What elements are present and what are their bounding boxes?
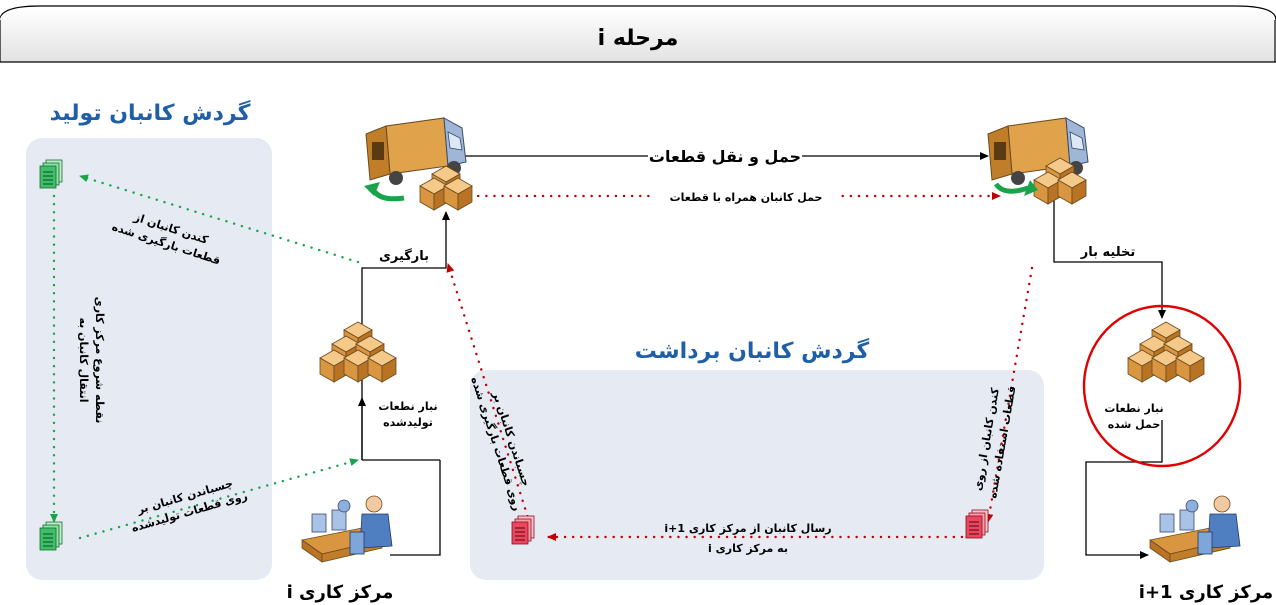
withdrawal-send-note-1: رسال کانبان از مرکز کاری i+1 — [664, 522, 831, 535]
kanban-cards-top-icon — [39, 159, 63, 189]
workcenter-left-icon — [301, 495, 393, 563]
received-stock-label-2: حمل شده — [1108, 418, 1161, 431]
produced-stock-icon — [320, 322, 396, 382]
production-panel — [26, 138, 272, 580]
unloading-path — [1053, 200, 1166, 319]
withdrawal-panel — [470, 370, 1044, 580]
workcenter-right-label: مرکز کاری i+1 — [1139, 582, 1273, 603]
production-transfer-note-1: انتقال کانبان به — [77, 317, 90, 402]
attach-withdrawal-arrow — [446, 262, 532, 526]
production-loop-title: گردش کانبان تولید — [50, 99, 251, 126]
loading-label: بارگیری — [379, 248, 429, 264]
unloading-label: تخلیه بار — [1080, 245, 1136, 260]
carry-label: حمل کانبان همراه با قطعات — [670, 191, 823, 204]
wc-left-output — [390, 460, 441, 556]
transport-label: حمل و نقل قطعات — [649, 147, 801, 166]
withdrawal-loop-title: گردش کانبان برداشت — [635, 337, 870, 364]
remove-production-arrow — [78, 174, 360, 264]
stage-title: مرحله i — [598, 26, 679, 51]
highlight-circle — [1082, 304, 1242, 468]
workcenter-left-label: مرکز کاری i — [287, 582, 394, 603]
produced-stock-label-1: نبار نطعات — [378, 400, 437, 413]
kanban-cards-bottom-icon — [39, 521, 63, 551]
received-stock-label-1: نبار نطعات — [1104, 402, 1163, 415]
unload-green-arrow-icon — [993, 182, 1029, 194]
withdrawal-cards-left-icon — [511, 515, 535, 545]
workcenter-right-icon — [1149, 495, 1241, 563]
withdrawal-cards-right-icon — [965, 509, 989, 539]
produced-stock-label-2: تولیدشده — [383, 416, 433, 429]
loaded-boxes-left-icon — [419, 165, 473, 211]
remove-withdrawal-arrow — [985, 266, 1034, 524]
attach-production-arrow — [78, 458, 360, 540]
received-stock-icon — [1128, 322, 1204, 382]
to-wc-right — [1085, 420, 1163, 559]
production-transfer-note-2: نقطه شروع مرکز کاری — [93, 297, 106, 424]
withdrawal-send-note-2: به مرکز کاری i — [708, 542, 788, 555]
